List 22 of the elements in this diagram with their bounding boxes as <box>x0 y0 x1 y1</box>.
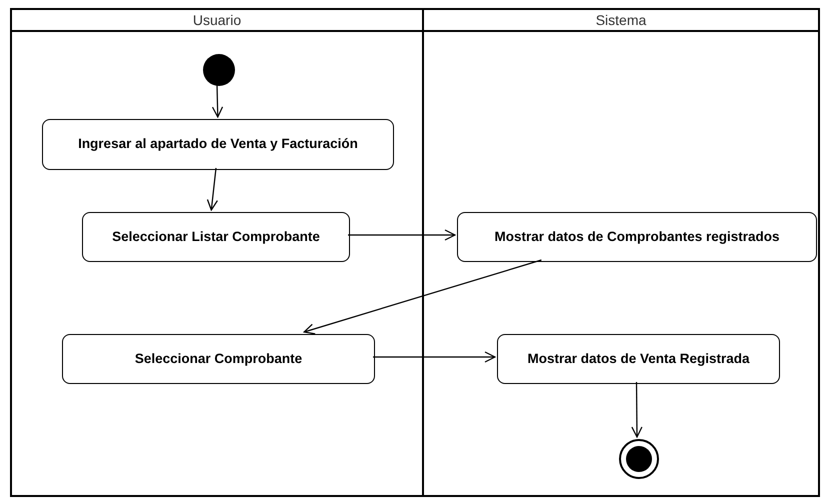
action-text: Mostrar datos de Venta Registrada <box>527 350 750 368</box>
arrow <box>206 168 218 211</box>
action-text: Mostrar datos de Comprobantes registrados <box>494 228 780 246</box>
swimlane <box>422 8 820 497</box>
action-text: Seleccionar Listar Comprobante <box>112 228 320 246</box>
initial-node <box>203 54 235 86</box>
swimlane <box>10 8 424 497</box>
final-node <box>619 439 659 479</box>
arrow <box>373 351 496 363</box>
action-text: Ingresar al apartado de Venta y Facturación <box>78 135 358 154</box>
action-box <box>42 119 394 170</box>
action-text: Seleccionar Comprobante <box>134 350 302 368</box>
lane-title: Usuario <box>192 10 242 30</box>
action-box <box>62 334 375 384</box>
arrow <box>304 259 542 334</box>
lane-title: Sistema <box>596 10 646 30</box>
arrow <box>348 229 456 241</box>
arrow <box>212 84 224 118</box>
action-box <box>497 334 780 384</box>
arrow <box>631 382 642 438</box>
action-box <box>457 212 817 262</box>
action-box <box>82 212 350 262</box>
